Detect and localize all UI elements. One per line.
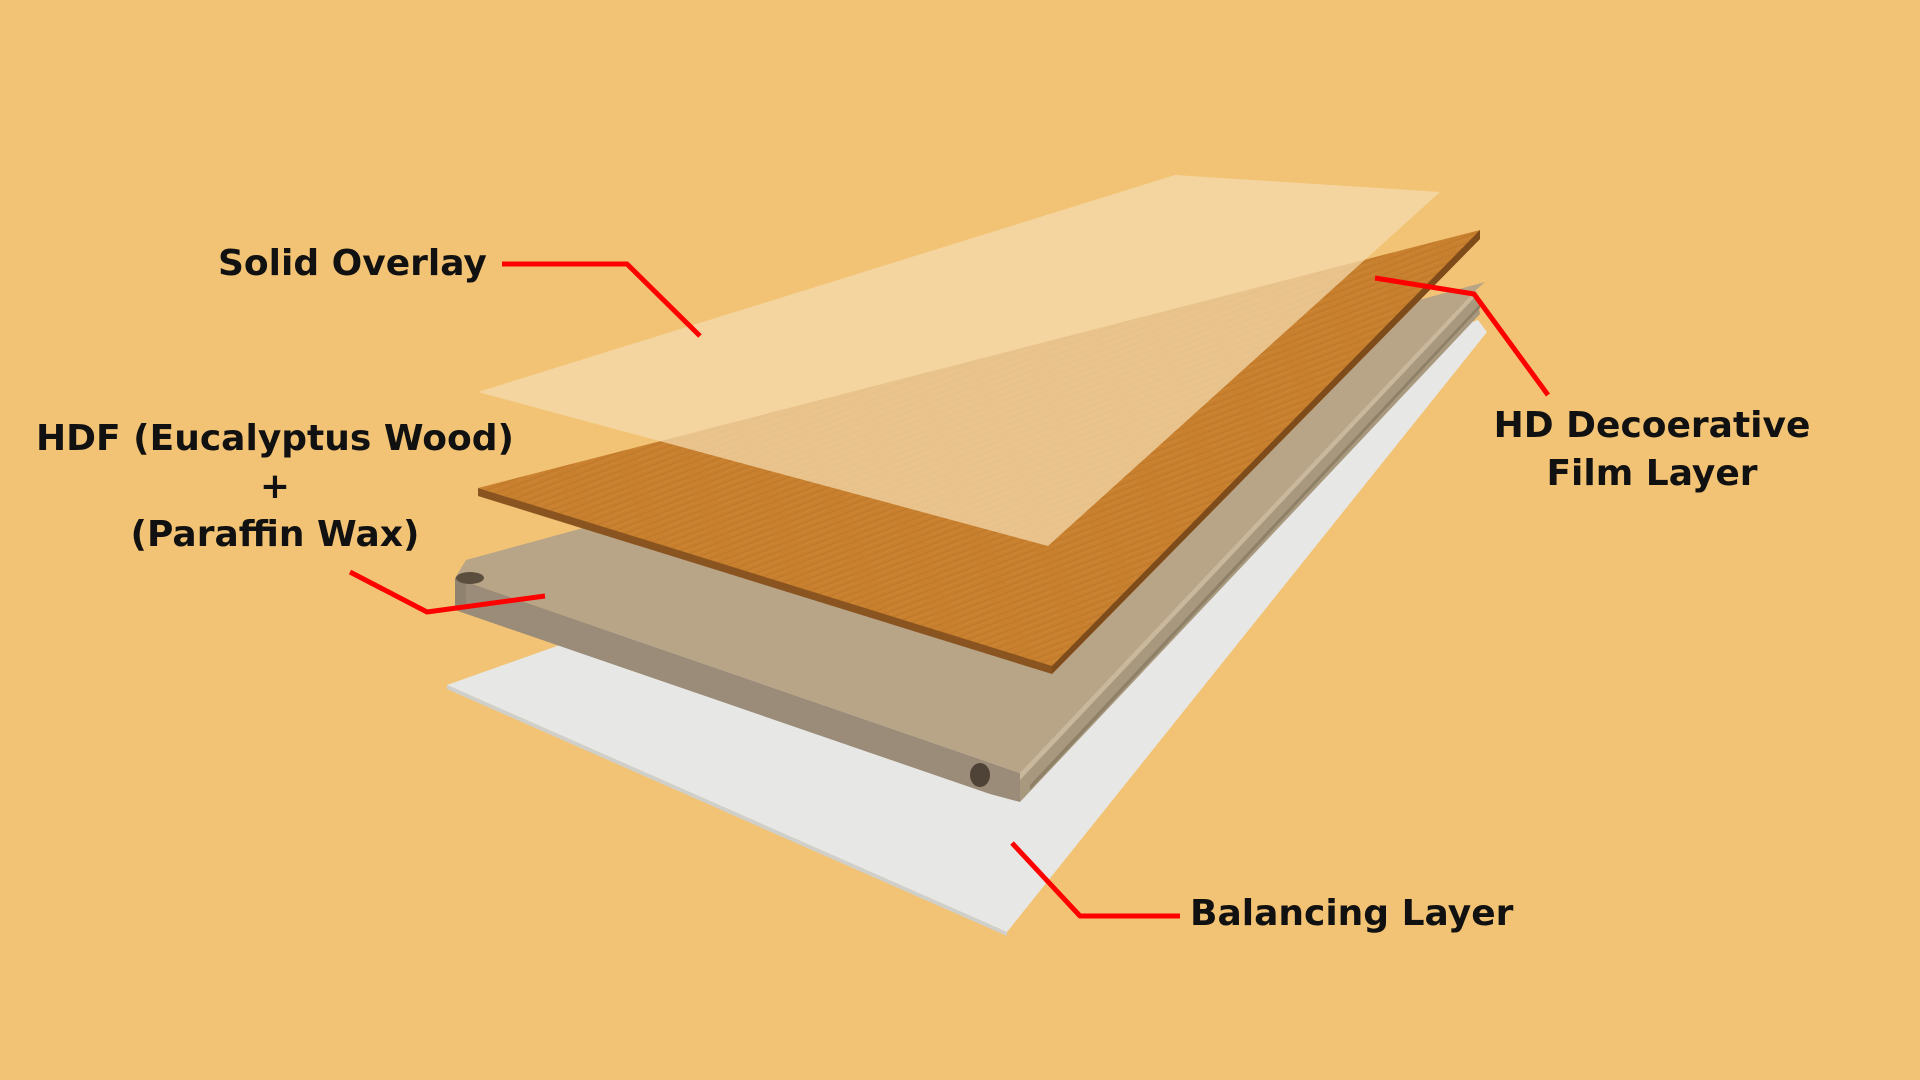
hdf-label: HDF (Eucalyptus Wood) + (Paraffin Wax) [20, 415, 530, 559]
hd-film-label-line-1: HD Decoerative [1493, 405, 1811, 446]
hdf-label-line-1: HDF (Eucalyptus Wood) [36, 418, 514, 459]
hdf-label-line-2: + [259, 466, 291, 507]
tongue-notch-right [970, 763, 990, 787]
hd-film-label: HD Decoerative Film Layer [1482, 402, 1822, 498]
balancing-layer-label-text: Balancing Layer [1190, 893, 1514, 934]
leader-line-hd-film [1374, 275, 1551, 397]
leader-line-balancing [1010, 841, 1180, 919]
leader-lines [348, 261, 1551, 919]
leader-line-solid-overlay [502, 261, 702, 338]
solid-overlay-sheet [478, 175, 1440, 546]
tongue-notch-left [456, 572, 484, 584]
hd-film-label-line-2: Film Layer [1546, 453, 1758, 494]
leader-line-hdf [348, 569, 546, 615]
solid-overlay-label: Solid Overlay [218, 240, 487, 288]
hdf-label-line-3: (Paraffin Wax) [130, 514, 420, 555]
solid-overlay-label-text: Solid Overlay [218, 243, 487, 284]
balancing-layer-label: Balancing Layer [1190, 890, 1513, 938]
